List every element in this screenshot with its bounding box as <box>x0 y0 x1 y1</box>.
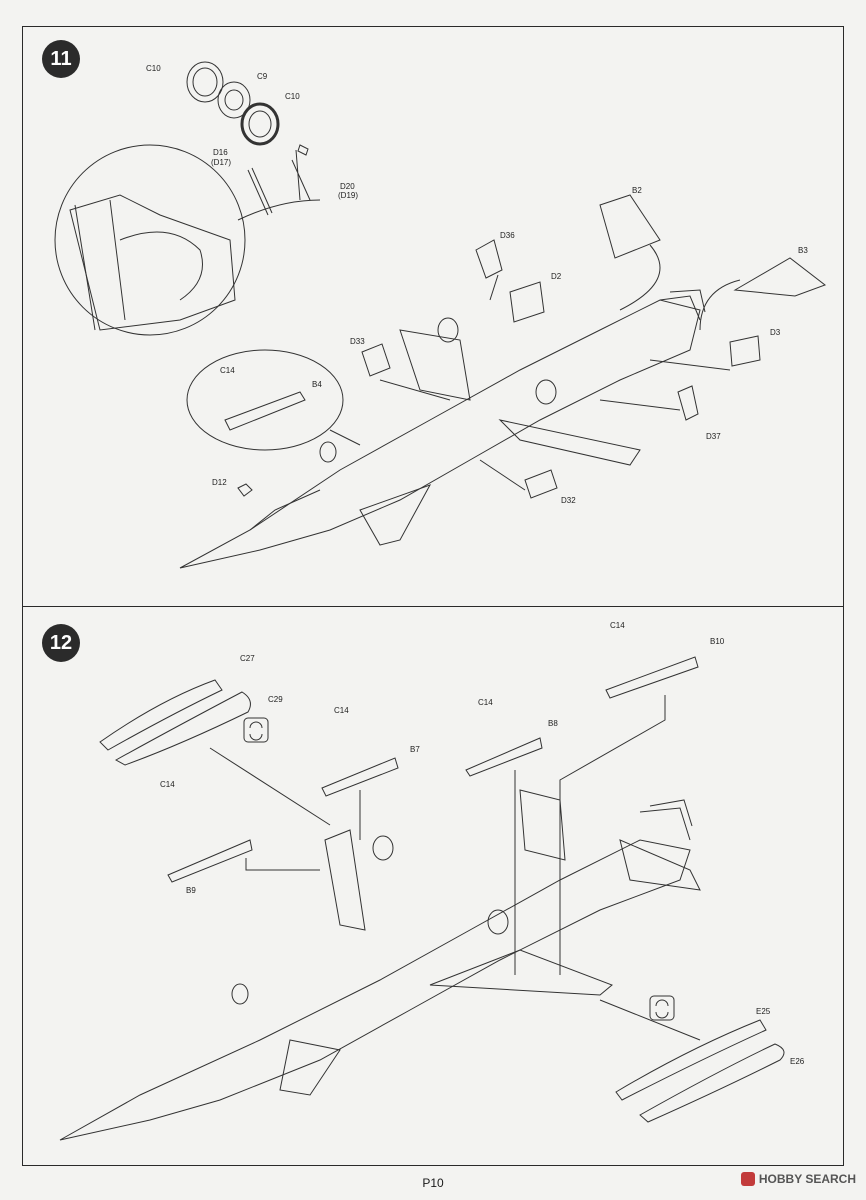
watermark-text: HOBBY SEARCH <box>758 1172 856 1186</box>
aircraft-step12 <box>59 789 701 1141</box>
part-label-c14-b7: C14 <box>334 706 349 715</box>
page-number: P10 <box>422 1176 444 1190</box>
instruction-frame <box>22 26 844 1166</box>
part-label-b9: B9 <box>186 886 196 895</box>
part-label-b8: B8 <box>548 719 558 728</box>
part-label-b3: B3 <box>798 246 808 255</box>
part-label-c14: C14 <box>220 366 235 375</box>
part-label-d16: D16 <box>213 148 228 157</box>
fuel-tank-c27 <box>99 679 223 751</box>
watermark: HOBBY SEARCH <box>740 1172 856 1186</box>
part-label-c14-b8: C14 <box>478 698 493 707</box>
part-label-c10b: C10 <box>285 92 300 101</box>
part-label-e26: E26 <box>790 1057 805 1066</box>
part-label-b4: B4 <box>312 380 322 389</box>
part-label-d36: D36 <box>500 231 515 240</box>
aircraft-step11 <box>179 289 706 569</box>
part-label-d2: D2 <box>551 272 562 281</box>
part-label-b2: B2 <box>632 186 642 195</box>
wheel-c10-left <box>186 61 224 103</box>
part-label-d33: D33 <box>350 337 365 346</box>
part-label-d19: (D19) <box>338 191 359 200</box>
part-label-c14-b9: C14 <box>160 780 175 789</box>
part-label-c27: C27 <box>240 654 255 663</box>
part-label-d17: (D17) <box>211 158 232 167</box>
part-label-d3: D3 <box>770 328 781 337</box>
part-label-d20: D20 <box>340 182 355 191</box>
step-number-12: 12 <box>42 624 80 662</box>
step-divider <box>22 606 844 607</box>
part-label-b7: B7 <box>410 745 420 754</box>
fuel-tank-c29 <box>114 691 251 766</box>
part-label-c10: C10 <box>146 64 161 73</box>
step-number-11: 11 <box>42 40 80 78</box>
part-label-d12: D12 <box>212 478 227 487</box>
wheel-c10-right <box>240 102 280 146</box>
part-label-b10: B10 <box>710 637 725 646</box>
wheel-c9 <box>217 81 251 119</box>
part-label-e25: E25 <box>756 1007 771 1016</box>
part-label-c14-b10: C14 <box>610 621 625 630</box>
part-label-d37: D37 <box>706 432 721 441</box>
part-label-c9: C9 <box>257 72 268 81</box>
hobby-search-logo-icon <box>740 1172 755 1186</box>
part-label-c29: C29 <box>268 695 283 704</box>
part-label-d32: D32 <box>561 496 576 505</box>
